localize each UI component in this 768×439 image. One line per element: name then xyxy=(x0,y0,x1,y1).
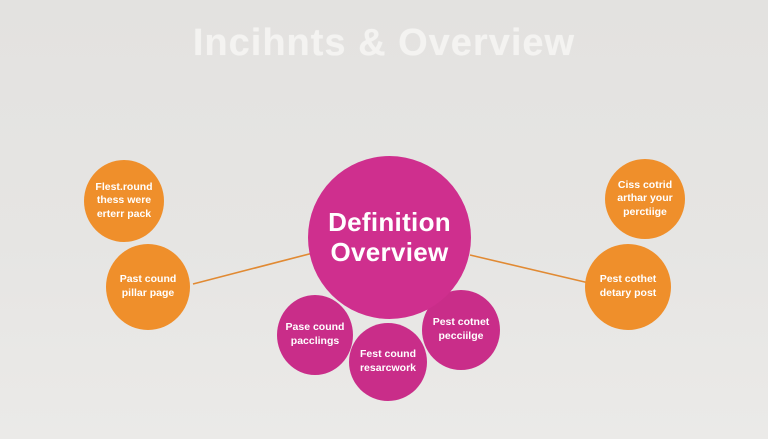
node-label: Definition Overview xyxy=(328,206,451,267)
node-label: Fest cound resarcwork xyxy=(359,348,417,374)
connector-line-right xyxy=(469,254,590,284)
node-label: Pest cotnet pecciilge xyxy=(432,316,490,342)
node-mid-right: Pest cothet detary post xyxy=(585,244,671,330)
node-definition-overview: Definition Overview xyxy=(308,156,471,319)
connector-line-left xyxy=(192,252,314,285)
node-bottom-left: Pase cound pacclings xyxy=(277,295,353,375)
node-label: Pest cothet detary post xyxy=(599,273,657,299)
node-label: Ciss cotrid arthar your perctiige xyxy=(617,178,673,218)
node-top-right: Ciss cotrid arthar your perctiige xyxy=(605,159,685,239)
node-bottom-center: Fest cound resarcwork xyxy=(349,323,427,401)
node-mid-left: Past cound pillar page xyxy=(106,244,190,330)
slide-title: Incihnts & Overview xyxy=(192,22,576,64)
node-top-left: Flest.round thess were erterr pack xyxy=(84,160,164,242)
node-label: Flest.round thess were erterr pack xyxy=(95,180,153,220)
node-label: Pase cound pacclings xyxy=(285,321,345,347)
node-label: Past cound pillar page xyxy=(119,273,177,299)
